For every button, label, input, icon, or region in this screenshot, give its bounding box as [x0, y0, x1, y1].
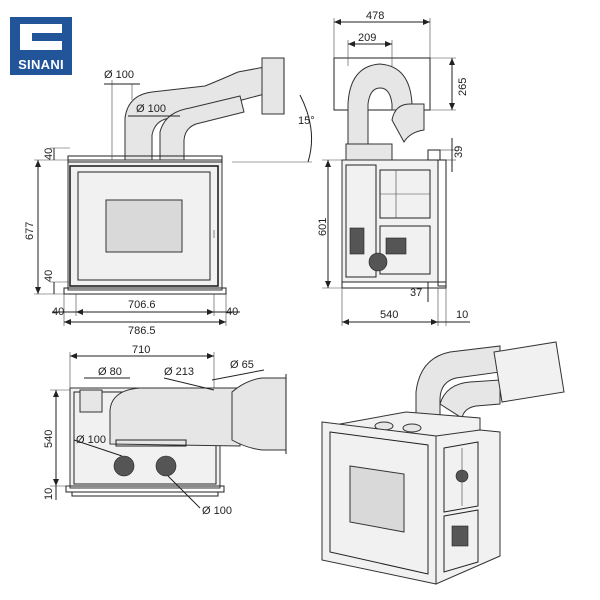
dim-pipe-left: Ø 100 — [76, 434, 106, 446]
dim-flue-top: Ø 100 — [104, 69, 134, 81]
side-frame — [437, 159, 447, 287]
logo-text: SINANI — [18, 57, 64, 72]
front-flue-cap — [261, 57, 285, 115]
dim-angle: 15° — [298, 115, 315, 127]
dim-pipe-bottom: Ø 100 — [202, 505, 232, 517]
iso-flue-cap — [493, 341, 565, 403]
top-view: 710 Ø 80 Ø 213 Ø 65 Ø 100 Ø 100 540 10 — [43, 344, 287, 517]
dim-flue-inner: Ø 100 — [136, 103, 166, 115]
dim-pipe-large: Ø 213 — [164, 366, 194, 378]
dim-height: 677 — [24, 222, 36, 240]
dim-top-depth: 540 — [43, 430, 55, 448]
dim-inner-width: 706.6 — [128, 299, 156, 311]
dim-right-margin: 40 — [226, 306, 238, 318]
dim-top-frame: 10 — [43, 488, 55, 500]
top-outlet-left — [113, 455, 135, 477]
side-flue-box — [333, 57, 431, 111]
top-pipe-large — [109, 387, 241, 447]
dim-top-width: 478 — [366, 10, 384, 22]
front-view: Ø 100 Ø 100 15° 677 40 40 706.6 786.5 — [24, 57, 315, 337]
dim-top-step: 39 — [453, 146, 465, 158]
front-frame — [69, 165, 219, 287]
dim-flue-width: 209 — [358, 32, 376, 44]
dim-left-margin: 40 — [52, 306, 64, 318]
top-pipe-small — [79, 389, 103, 413]
dim-depth: 540 — [380, 309, 398, 321]
side-flue-pipe — [347, 63, 413, 161]
front-flue-pipe-inner — [159, 95, 245, 161]
iso-glass — [349, 465, 405, 533]
front-base — [63, 287, 227, 295]
logo-mark-icon — [20, 24, 62, 50]
dim-flue-height: 265 — [457, 78, 469, 96]
dim-bottom-step: 37 — [410, 287, 422, 299]
side-body — [341, 159, 439, 283]
top-outlet — [231, 377, 287, 451]
dim-top-width: 710 — [132, 344, 150, 356]
front-glass — [105, 199, 183, 253]
dim-bottom-offset: 40 — [43, 270, 55, 282]
dim-pipe-small: Ø 80 — [98, 366, 122, 378]
iso-side — [435, 429, 501, 585]
sinani-logo: SINANI — [10, 17, 72, 75]
dim-top-offset: 40 — [43, 148, 55, 160]
dim-outer-width: 786.5 — [128, 325, 156, 337]
dim-pipe-outlet: Ø 65 — [230, 359, 254, 371]
dim-body-height: 601 — [317, 218, 329, 236]
isometric-view — [321, 341, 565, 585]
side-fan — [368, 252, 388, 272]
side-view: 478 209 265 39 601 37 — [317, 10, 470, 326]
top-outlet-right — [155, 455, 177, 477]
dim-frame-depth: 10 — [456, 309, 468, 321]
